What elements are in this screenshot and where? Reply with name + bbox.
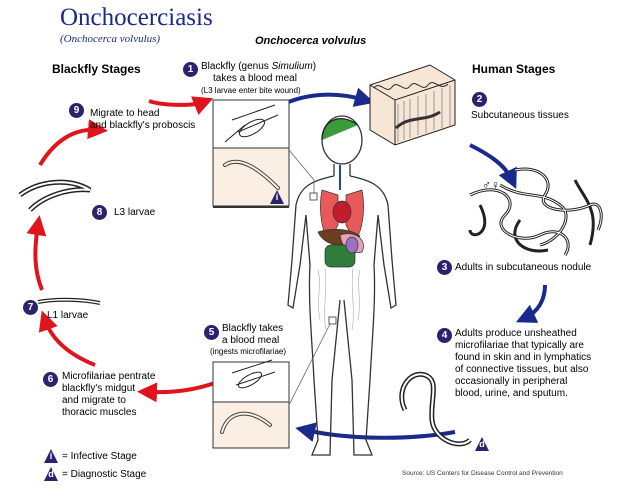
bite-site-marker xyxy=(309,192,318,201)
connector-lines xyxy=(288,149,333,406)
legend-infective-label: = Infective Stage xyxy=(62,451,137,462)
human-stages-heading: Human Stages xyxy=(472,62,556,76)
sex-symbols: ♂♀ xyxy=(482,178,500,192)
step-7-number: 7 xyxy=(23,300,38,315)
human-figure xyxy=(287,115,397,456)
l1-larvae-drawing xyxy=(37,297,101,305)
step-4-label: Adults produce unsheathed microfilariae … xyxy=(455,328,592,399)
arrow-6-to-7 xyxy=(38,310,96,367)
human-organs xyxy=(317,165,364,268)
blackfly-stages-heading: Blackfly Stages xyxy=(52,62,141,76)
step-8-label: L3 larvae xyxy=(114,207,156,218)
step-5-number: 5 xyxy=(204,325,219,340)
step-1-label: Blackfly (genus Simulium) takes a blood … xyxy=(201,61,317,95)
arrow-9-to-1 xyxy=(148,96,214,115)
step-1-number: 1 xyxy=(183,62,198,77)
blackfly-cycle-arrows xyxy=(26,96,219,403)
l3-larvae-drawing xyxy=(18,179,92,212)
species-label: Onchocerca volvulus xyxy=(255,35,367,47)
step-2-label: Subcutaneous tissues xyxy=(471,110,569,121)
step-2-number: 2 xyxy=(472,92,487,107)
lymph-vessels xyxy=(317,267,361,331)
step-6-label: Microfilariae pentrate blackfly's midgut… xyxy=(62,371,156,418)
step-5-label: Blackfly takes a blood meal (ingests mic… xyxy=(210,323,287,356)
skin-block-drawing xyxy=(369,64,456,146)
arrow-8-to-9 xyxy=(38,119,108,167)
step-4-number: 4 xyxy=(437,328,452,343)
step-8-number: 8 xyxy=(92,205,107,220)
arrow-4-to-5 xyxy=(295,422,456,442)
step-6-number: 6 xyxy=(43,372,58,387)
microfilaria-drawing xyxy=(399,371,472,447)
step-9-number: 9 xyxy=(69,103,84,118)
feeding-site-marker xyxy=(328,316,337,325)
blackfly-feeding-box xyxy=(212,359,290,449)
step-7-label: L1 larvae xyxy=(47,310,89,321)
step-3-label: Adults in subcutaneous nodule xyxy=(455,262,592,273)
step-3-number: 3 xyxy=(437,260,452,275)
source-credit: Source: US Centers for Disease Control a… xyxy=(402,470,563,477)
adult-worms-inner xyxy=(469,168,602,256)
arrow-7-to-8 xyxy=(26,215,47,291)
arrow-3-to-4 xyxy=(515,284,547,323)
page-title: Onchocerciasis xyxy=(60,4,213,31)
legend-diagnostic-label: = Diagnostic Stage xyxy=(62,469,147,480)
page-subtitle: (Onchocerca volvulus) xyxy=(60,33,161,45)
blackfly-image-top xyxy=(212,99,290,149)
step-9-label: Migrate to head and blackfly's proboscis xyxy=(90,108,196,131)
arrow-5-to-6 xyxy=(137,380,219,403)
arrow-2-to-3 xyxy=(469,143,517,190)
